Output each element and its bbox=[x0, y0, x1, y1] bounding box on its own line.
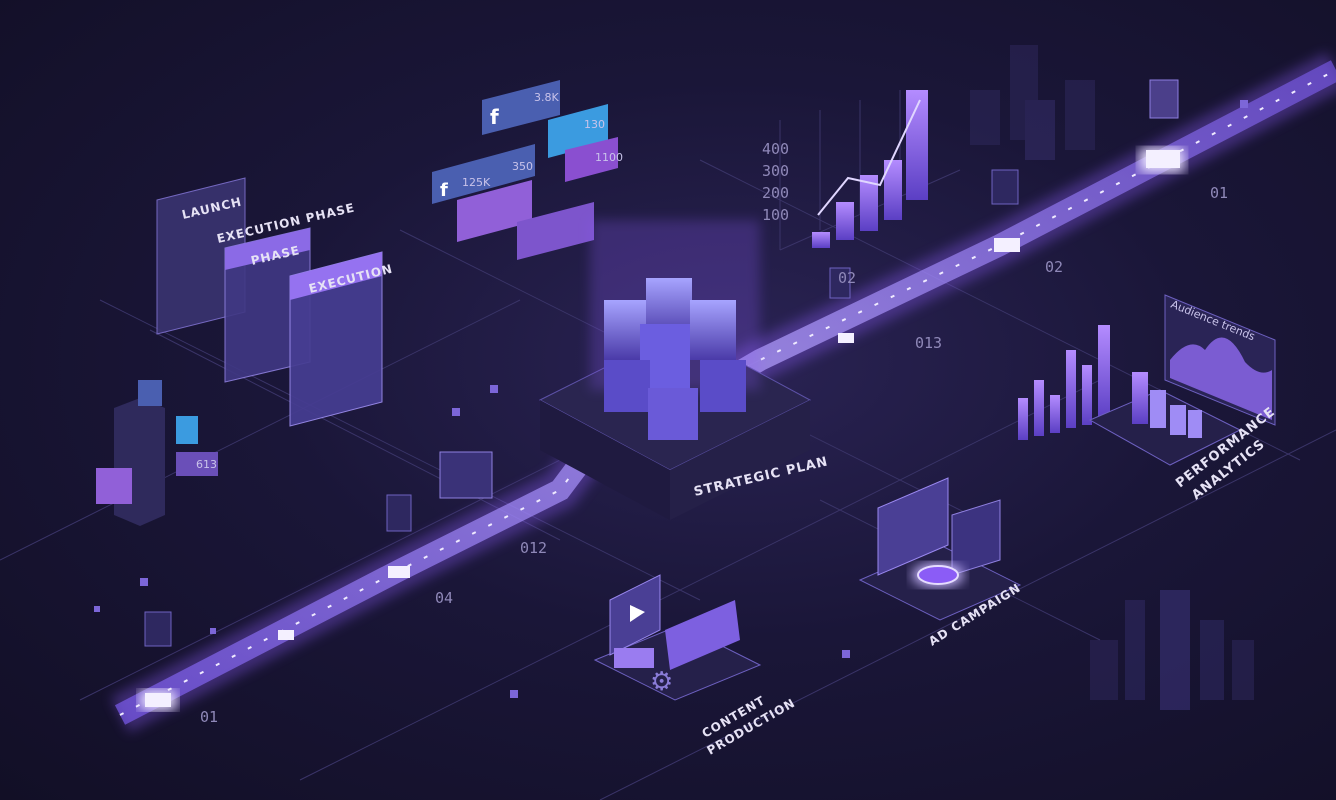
social-tower: 613 bbox=[96, 380, 218, 526]
milestone-02b: 02 bbox=[838, 269, 856, 287]
milestone-labels: 01 04 012 013 02 01 02 bbox=[200, 184, 1228, 726]
twitter-count: 130 bbox=[584, 118, 605, 131]
tick-200: 200 bbox=[762, 184, 789, 202]
left-social-count: 613 bbox=[196, 458, 217, 471]
calendars: LAUNCH EXECUTION PHASE PHASE EXECUTION bbox=[156, 177, 394, 427]
content-production: ⚙ CONTENT PRODUCTION bbox=[593, 574, 798, 758]
ad-campaign: AD CAMPAIGN bbox=[858, 477, 1023, 649]
milestone-01b: 01 bbox=[1210, 184, 1228, 202]
milestone-02: 02 bbox=[1045, 258, 1063, 276]
particles bbox=[94, 100, 1248, 698]
tick-400: 400 bbox=[762, 140, 789, 158]
performance-analytics: Audience trends PERFORMANCE ANALYTICS bbox=[1018, 294, 1278, 503]
tick-300: 300 bbox=[762, 162, 789, 180]
gear-icon: ⚙ bbox=[650, 667, 673, 697]
instagram-count: 1100 bbox=[595, 151, 623, 164]
milestone-013: 013 bbox=[915, 334, 942, 352]
facebook-icon: f bbox=[490, 105, 499, 129]
milestone-01: 01 bbox=[200, 708, 218, 726]
city-buildings bbox=[970, 45, 1254, 710]
milestone-04: 04 bbox=[435, 589, 453, 607]
fb-followers-count: 125K bbox=[462, 176, 491, 189]
strategic-plan-hub: STRATEGIC PLAN bbox=[538, 220, 830, 520]
tick-100: 100 bbox=[762, 206, 789, 224]
social-cards: f 3.8K 130 f 125K 350 1100 bbox=[432, 80, 623, 260]
fb-likes-count: 3.8K bbox=[534, 91, 559, 104]
milestone-012: 012 bbox=[520, 539, 547, 557]
facebook-icon-2: f bbox=[440, 180, 448, 201]
milestone-nodes bbox=[140, 79, 1184, 710]
growth-chart: 400 300 200 100 bbox=[762, 90, 961, 251]
comments-count: 350 bbox=[512, 160, 533, 173]
